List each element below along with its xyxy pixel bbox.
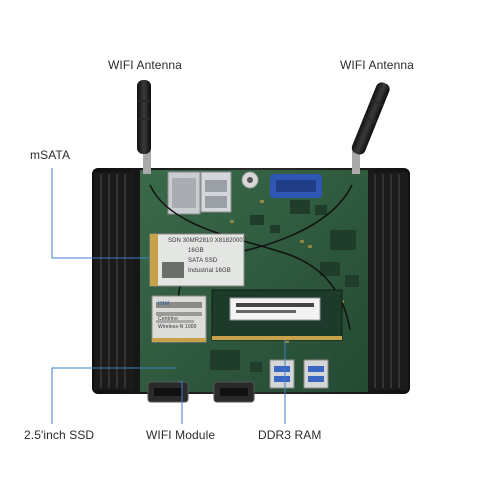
rear-io-bottom — [147, 359, 329, 403]
label-msata: mSATA — [30, 148, 71, 162]
label-wifi-module: WIFI Module — [146, 428, 216, 442]
wifi-card-line2: Centrino — [158, 316, 178, 322]
ddr3-ram-module — [211, 289, 343, 341]
label-ssd: 2.5'inch SSD — [24, 428, 95, 442]
heatsink-fins-left — [94, 172, 134, 390]
msata-card-line3: SATA SSD — [188, 258, 218, 264]
label-wifi-antenna-left: WIFI Antenna — [108, 58, 182, 72]
label-ddr3-ram: DDR3 RAM — [258, 428, 322, 442]
label-wifi-antenna-right: WIFI Antenna — [340, 58, 414, 72]
msata-card — [149, 233, 245, 287]
wifi-card — [151, 295, 207, 343]
wifi-card-line3: Wireless-N 1000 — [158, 324, 197, 330]
msata-card-line1: SDN 30MR2810 X81820007 — [168, 238, 247, 244]
wifi-antenna-left — [137, 80, 151, 174]
msata-card-line2: 16GB — [188, 248, 204, 254]
msata-card-line4: Industrial 16GB — [188, 268, 231, 274]
rear-io-top — [167, 171, 322, 215]
wifi-antenna-right — [351, 82, 390, 174]
wifi-card-line1: intel — [158, 301, 170, 307]
callout-ssd — [51, 367, 176, 424]
callout-lines — [51, 168, 286, 424]
callout-msata — [51, 168, 150, 259]
callout-wifi-module — [178, 381, 183, 424]
heatsink-fins-right — [368, 172, 408, 390]
